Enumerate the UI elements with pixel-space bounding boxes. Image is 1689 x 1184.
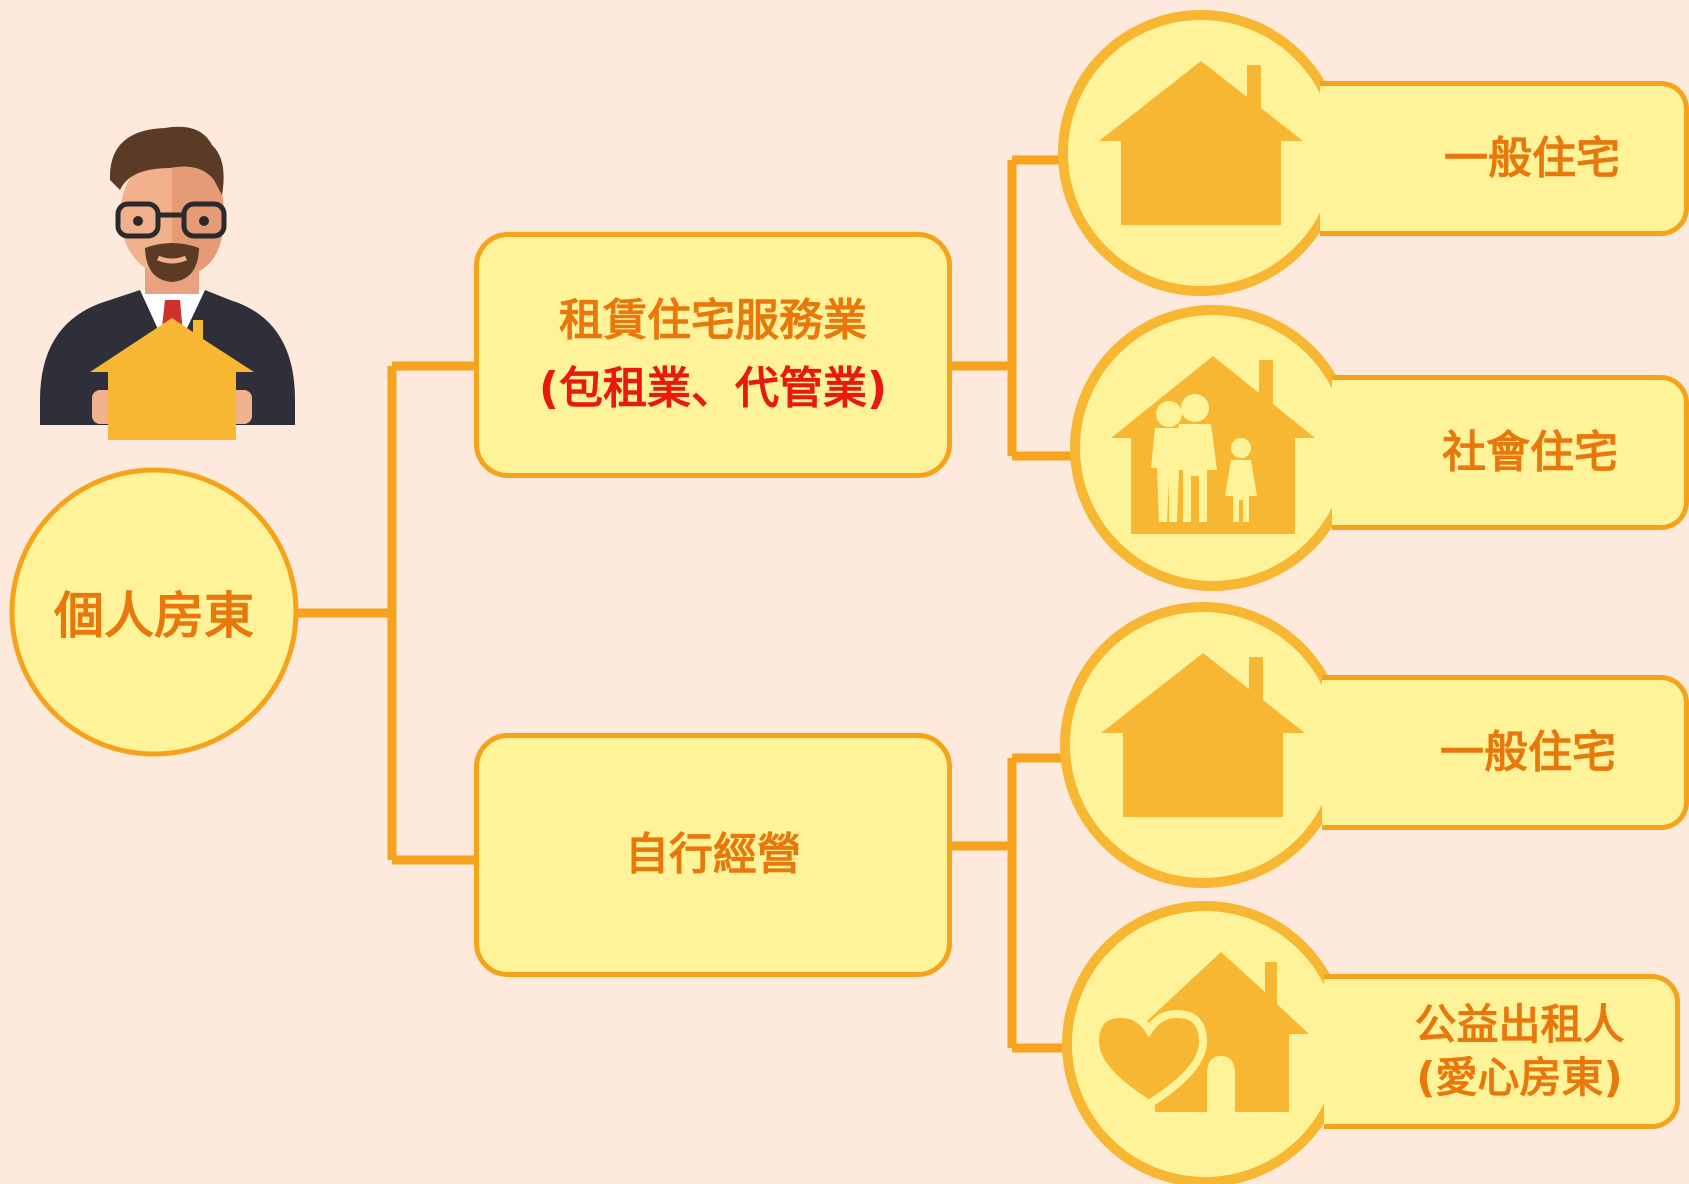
- leaf-text: 一般住宅: [1440, 727, 1616, 778]
- branch-subtitle: (包租業、代管業): [538, 363, 888, 414]
- family-house-icon: [1111, 356, 1315, 534]
- connector-root-branches: [387, 361, 476, 865]
- house-icon: [1099, 61, 1303, 225]
- root-node-label: 個人房東: [54, 587, 254, 645]
- leaf-text: (愛心房東): [1416, 1052, 1623, 1102]
- held-house-icon: [90, 318, 254, 440]
- leaf-text: 一般住宅: [1444, 133, 1620, 184]
- leaf-label-public-interest-landlord: 公益出租人 (愛心房東): [1324, 974, 1680, 1129]
- connector-branch1: [950, 155, 1075, 461]
- connectors: [292, 155, 1075, 1053]
- leaf-label-general-housing: 一般住宅: [1322, 675, 1689, 830]
- leaf-text: 公益出租人: [1414, 1000, 1625, 1049]
- leaf-label-general-housing: 一般住宅: [1320, 81, 1689, 236]
- branch-title: 自行經營: [625, 828, 801, 880]
- leaf-text: 社會住宅: [1442, 427, 1618, 478]
- connector-branch2: [950, 753, 1062, 1053]
- branch-title: 租賃住宅服務業: [559, 294, 867, 346]
- house-icon: [1101, 653, 1305, 817]
- leaf-label-social-housing: 社會住宅: [1332, 375, 1689, 530]
- landlord-illustration: [40, 126, 295, 440]
- branch-box-self-managed: 自行經營: [474, 733, 952, 977]
- branch-box-rental-service: 租賃住宅服務業 (包租業、代管業): [474, 232, 952, 478]
- root-node-circle: [9, 467, 299, 757]
- heart-house-icon: [1090, 952, 1309, 1112]
